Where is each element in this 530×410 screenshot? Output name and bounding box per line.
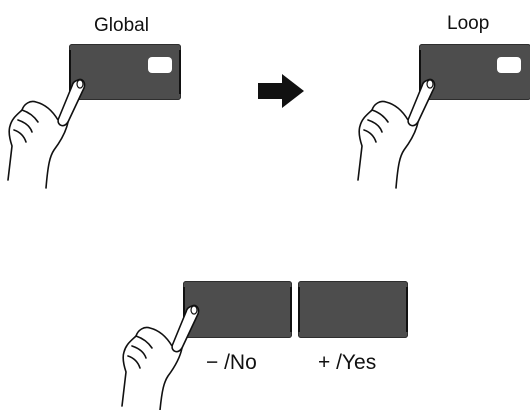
- led-indicator: [148, 57, 172, 73]
- plus-yes-label: + /Yes: [318, 351, 377, 374]
- global-button[interactable]: [69, 44, 181, 100]
- plus-yes-button[interactable]: [298, 281, 408, 338]
- minus-no-label: − /No: [206, 351, 257, 374]
- global-label: Global: [94, 15, 149, 36]
- minus-no-button[interactable]: [183, 281, 292, 338]
- loop-label: Loop: [447, 13, 490, 34]
- pointing-hand-icon: [121, 304, 200, 410]
- pointing-hand-icon: [7, 78, 86, 189]
- right-arrow-icon: [258, 74, 304, 108]
- loop-button[interactable]: [419, 44, 530, 100]
- pointing-hand-icon: [357, 78, 436, 189]
- led-indicator: [497, 57, 521, 73]
